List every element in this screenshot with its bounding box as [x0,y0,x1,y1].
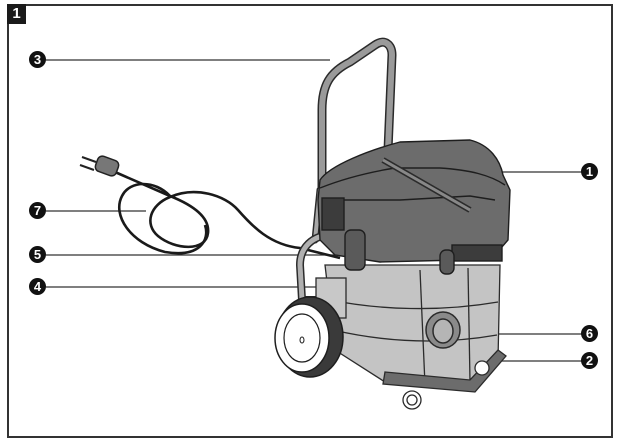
suction-port-icon [425,311,461,349]
power-cord-icon [114,170,341,260]
callout-2: 2 [581,352,598,369]
wheel-icon [274,296,344,378]
plug-icon [79,155,120,177]
figure-frame [7,4,613,438]
callout-1: 1 [581,163,598,180]
lid-icon [317,139,511,275]
base-icon [382,349,507,410]
callout-5: 5 [29,246,46,263]
callout-4: 4 [29,278,46,295]
callout-3: 3 [29,51,46,68]
callout-7: 7 [29,202,46,219]
container-body-icon [315,264,501,386]
figure-number-badge: 1 [7,4,26,24]
callout-6: 6 [581,325,598,342]
